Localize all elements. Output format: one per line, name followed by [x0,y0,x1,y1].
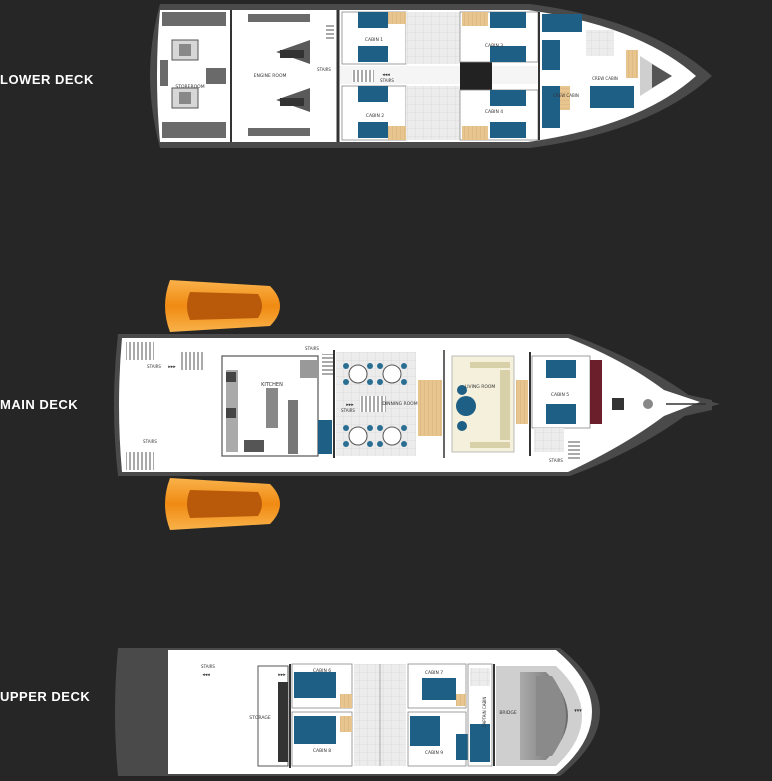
dining-stairs-arrows: ▸▸▸ [346,402,354,408]
upper-stairs-label: STAIRS [201,664,215,669]
main-stairs-upper [322,354,334,376]
main-cabin-5: CABIN 5 STAIRS [531,355,602,463]
lower-bathroom-top [406,12,460,64]
upper-storage: STORAGE ▸▸▸ [249,665,289,767]
cabin-3-label: CABIN 3 [485,43,503,49]
upper-deck: STAIRS ◂◂◂ STORAGE ▸▸▸ CABIN 6 CABIN 8 C… [115,648,600,776]
cabin-8-label: CABIN 8 [313,748,331,754]
cabin-9-label: CABIN 9 [425,750,443,756]
cabin-7-desk [456,694,466,706]
lower-stairs-center-label: STAIRS [380,78,394,83]
lower-deck: STOREROOM ENGINE ROOM STAIRS ◂◂◂ STAIRS [150,4,712,148]
lower-crew-cabins: CREW CABIN CREW CABIN [542,14,672,128]
main-stairs-top-arrows: ▸▸▸ [168,364,176,370]
cabin-5-label: CABIN 5 [551,392,569,398]
cabin-2-label: CABIN 2 [366,113,384,119]
lower-bathroom-bottom [406,86,460,140]
lower-cabin-2: CABIN 2 [341,85,407,141]
main-stairs-upper-label: STAIRS [305,346,319,351]
upper-cabin-8: CABIN 8 [291,711,353,767]
bridge-arrows: ▾▾▾ [574,708,582,714]
living-cabinet [516,380,528,424]
cabin-4-label: CABIN 4 [485,109,503,115]
lower-deck-label: LOWER DECK [0,72,94,87]
cabin-7-label: CABIN 7 [425,670,443,676]
engine-room-label: ENGINE ROOM [254,73,287,79]
bow-capstan [643,399,653,409]
tender-boat-bottom [165,478,280,530]
main-deck: STAIRS ▸▸▸ STAIRS KITCHEN STAIRS [114,280,720,530]
kitchen: KITCHEN [221,355,319,457]
lower-stairs-label: STAIRS [317,67,331,72]
lower-cabin-1: CABIN 1 [341,11,407,65]
anchor-winch [612,398,624,410]
captain-cabin-label: CAPTAIN CABIN [482,697,487,728]
aft-steps-bottom [126,452,154,470]
crew-cabin-a-label: CREW CABIN [553,93,579,98]
cabin-1-label: CABIN 1 [365,37,383,43]
storeroom-label: STOREROOM [175,84,204,90]
lower-corridor: ◂◂◂ STAIRS [340,60,540,90]
engine-room: ENGINE ROOM STAIRS [248,14,334,136]
upper-stairs-arrows: ◂◂◂ [202,672,210,678]
dining-stairs-label: STAIRS [341,408,355,413]
living-room: LIVING ROOM [451,355,515,453]
bridge-label: BRIDGE [499,710,516,716]
living-room-label: LIVING ROOM [465,384,496,390]
cabin-6-label: CABIN 6 [313,668,331,674]
aft-steps-top [126,342,154,360]
main-deck-label: MAIN DECK [0,397,79,412]
main-stairs-top [180,352,204,370]
dining-room-label: DINNING ROOM [382,401,417,407]
lower-cabin-4: CABIN 4 [459,89,539,141]
main-stairs-right-label: STAIRS [549,458,563,463]
main-stairs-bottom-label: STAIRS [143,439,157,444]
storage-label: STORAGE [249,715,271,721]
upper-deck-label: UPPER DECK [0,689,91,704]
upper-cabin-9: CABIN 9 [407,711,476,767]
storeroom: STOREROOM [160,12,226,138]
upper-captain-cabin: CAPTAIN CABIN [467,663,493,767]
dining-room: ▸▸▸ STAIRS DINNING ROOM [336,352,418,456]
dining-sideboard [418,380,442,436]
cabin-8-desk [340,716,352,732]
lower-stairs-center-arrows: ◂◂◂ [382,72,390,78]
lower-cabin-3: CABIN 3 [459,11,539,63]
storage-arrows: ▸▸▸ [278,672,286,678]
crew-cabin-b-label: CREW CABIN [592,76,618,81]
cabin-6-desk [340,694,352,708]
kitchen-label: KITCHEN [261,382,283,388]
main-stairs-top-label: STAIRS [147,364,161,369]
upper-bridge: BRIDGE ▾▾▾ [496,666,582,766]
tender-boat-top [165,280,280,332]
kitchen-bench [318,420,332,454]
